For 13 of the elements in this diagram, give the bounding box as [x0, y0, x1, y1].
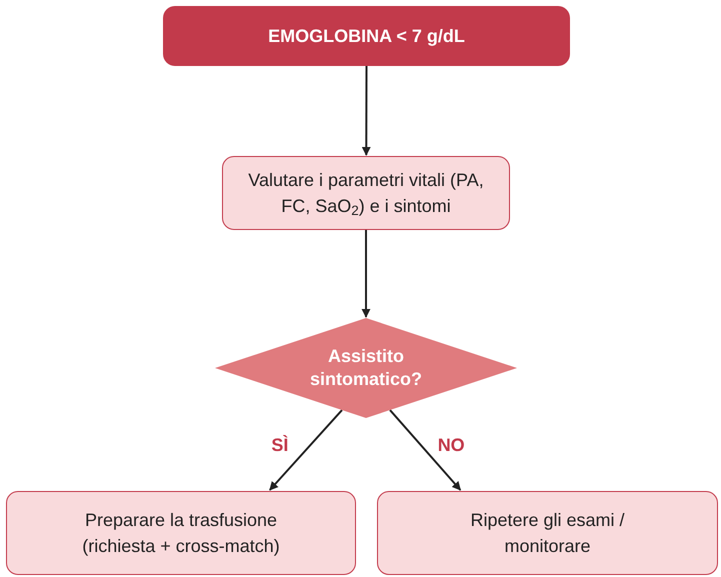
- process-text: Preparare la trasfusione (richiesta + cross-match): [81, 509, 281, 558]
- start-box: [163, 6, 570, 66]
- arrow: [362, 230, 370, 318]
- process-box: [222, 156, 510, 230]
- process-box: [6, 491, 356, 575]
- process-text: Valutare i parametri vitali (PA, FC, SaO$_{2}$) e i sintomi: [247, 169, 485, 219]
- arrow: [362, 66, 371, 156]
- process-box: [377, 491, 718, 575]
- decision-text: Assistito sintomatico?: [308, 345, 423, 391]
- arrow: [389, 409, 462, 491]
- arrow: [269, 409, 343, 491]
- start-text: EMOGLOBINA < 7 g/dL: [268, 24, 465, 48]
- process-text: Ripetere gli esami / monitorare: [469, 509, 626, 558]
